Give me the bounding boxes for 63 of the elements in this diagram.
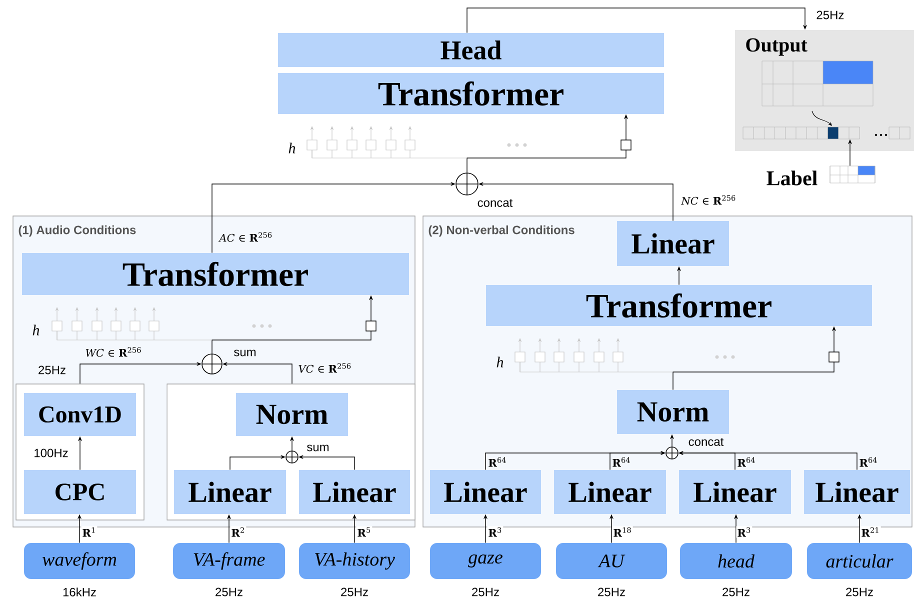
rate-label: 25Hz xyxy=(722,588,750,596)
sum-circle xyxy=(666,446,678,460)
caption-label: Label xyxy=(766,170,818,186)
input-box: gaze xyxy=(430,543,541,579)
edge-label: VC ∈ R$^{256}$ xyxy=(297,362,353,374)
rate-label: 25Hz xyxy=(216,588,242,596)
label-grid xyxy=(830,166,876,184)
sum-circle xyxy=(286,450,298,464)
sum-circle xyxy=(202,354,222,374)
layer-box: Linear xyxy=(679,470,791,514)
edge-label: 25Hz xyxy=(815,10,846,20)
layer-box: Transformer xyxy=(278,73,664,114)
edge-label: R$^{21}$ xyxy=(860,526,881,538)
layer-box: Linear xyxy=(554,470,666,514)
label-text: h xyxy=(288,142,296,154)
edge-label: AC ∈ R$^{256}$ xyxy=(218,231,274,243)
edge-label: NC ∈ R$^{256}$ xyxy=(680,194,738,206)
edge-label: R$^{1}$ xyxy=(81,526,98,538)
edge-label: WC ∈ R$^{256}$ xyxy=(84,346,143,358)
layer-box: Transformer xyxy=(22,253,409,295)
layer-box: CPC xyxy=(24,470,136,514)
rate-label: 25Hz xyxy=(341,588,368,596)
input-box: VA-frame xyxy=(173,543,285,579)
edge-label: R$^{3}$ xyxy=(736,526,752,538)
edge-label: R$^{64}$ xyxy=(487,456,508,468)
layer-box: Norm xyxy=(617,390,729,434)
layer-box: Linear xyxy=(174,470,286,514)
layer-box: Head xyxy=(278,33,664,67)
operation-label: sum xyxy=(234,350,256,356)
edge-label: R$^{64}$ xyxy=(611,456,632,468)
edge-label: R$^{3}$ xyxy=(487,526,504,538)
edge-label: R$^{2}$ xyxy=(230,526,246,538)
edge-label: 100Hz xyxy=(32,448,70,458)
layer-box: Linear xyxy=(617,221,729,266)
layer-box: Conv1D xyxy=(24,393,136,436)
input-box: head xyxy=(680,543,792,579)
operation-label: concat xyxy=(688,438,724,446)
rate-label: 25Hz xyxy=(598,588,625,596)
arrow xyxy=(466,8,808,34)
rate-label: 16kHz xyxy=(63,588,96,596)
operation-label: sum xyxy=(307,444,329,452)
input-box: AU xyxy=(556,543,667,579)
cell-strip xyxy=(742,126,910,140)
edge-label: R$^{18}$ xyxy=(612,526,633,538)
output-panel: Output xyxy=(735,30,914,151)
layer-box: Linear xyxy=(804,470,910,514)
label-text: h xyxy=(496,356,504,368)
edge-label: R$^{64}$ xyxy=(858,456,879,468)
layer-box: Linear xyxy=(430,470,541,514)
rate-label: 25Hz xyxy=(472,588,499,596)
edge-label: R$^{64}$ xyxy=(736,456,757,468)
layer-box: Norm xyxy=(236,393,348,436)
input-box: waveform xyxy=(24,543,135,579)
label-text: h xyxy=(32,324,40,336)
input-box: articular xyxy=(807,543,912,579)
rate-label: 25Hz xyxy=(846,588,873,596)
edge-label: R$^{5}$ xyxy=(356,526,372,538)
label-text: 25Hz xyxy=(38,366,66,374)
operation-label: concat xyxy=(478,199,513,207)
input-box: VA-history xyxy=(299,543,410,579)
layer-box: Linear xyxy=(299,470,410,514)
sum-circle xyxy=(456,172,478,196)
layer-box: Transformer xyxy=(486,285,872,326)
